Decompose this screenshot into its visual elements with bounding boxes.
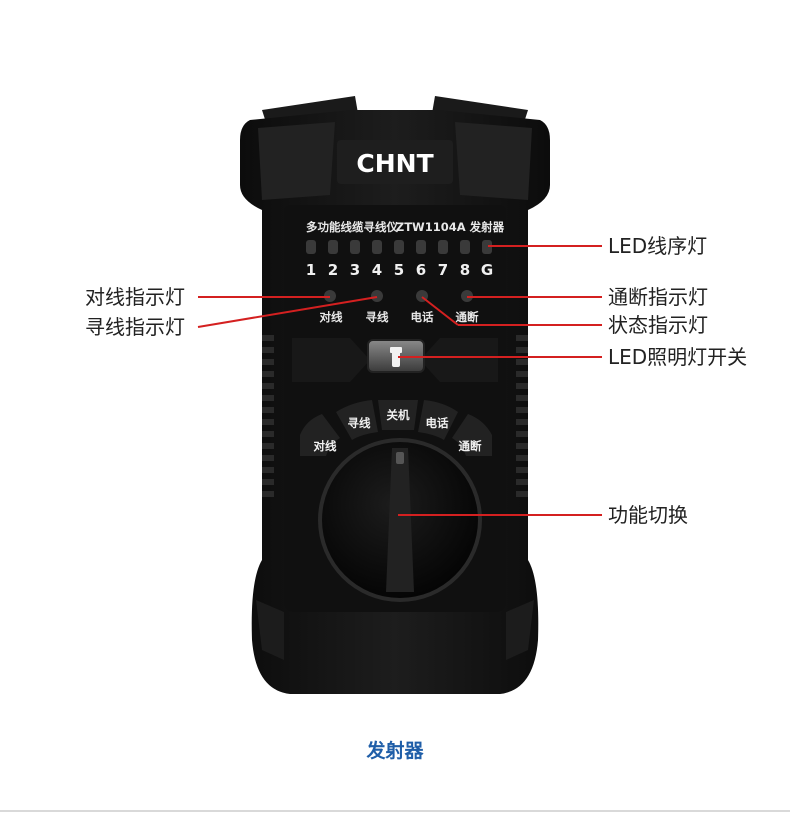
callout-status-indicator: 状态指示灯 [608,313,708,337]
led-number: G [481,261,493,279]
led-number: 4 [372,261,382,279]
indicator-label: 通断 [456,310,479,324]
mode-label-phone: 电话 [426,416,449,430]
callout-led-sequence: LED线序灯 [608,234,708,258]
indicator-label: 对线 [320,310,343,324]
mode-label-continuity: 通断 [459,439,482,453]
led-number: 1 [306,261,316,279]
indicator-label: 寻线 [366,310,389,324]
led-sequence-lights [306,240,492,254]
callout-trace-indicator: 寻线指示灯 [85,315,185,339]
trace-indicator-light [371,290,383,302]
led-number: 2 [328,261,338,279]
function-dial[interactable] [318,438,482,602]
indicator-label: 电话 [411,310,434,324]
brand-logo: CHNT [356,149,433,178]
led-number: 8 [460,261,470,279]
led-number: 7 [438,261,448,279]
led-light-switch-button[interactable] [367,339,425,373]
panel-title: 多功能线缆寻线仪 [306,220,398,234]
led-number: 3 [350,261,360,279]
product-caption: 发射器 [366,740,424,762]
callout-function-switch: 功能切换 [608,503,688,527]
callout-led-light-switch: LED照明灯开关 [608,345,748,369]
mode-label-off: 关机 [387,408,410,422]
mode-label-trace: 寻线 [348,416,371,430]
callout-lines [197,245,602,516]
model-label: ZTW1104A 发射器 [396,220,505,234]
led-number: 5 [394,261,404,279]
bottom-divider [0,810,790,812]
mode-label-pair: 对线 [314,439,337,453]
led-number: 6 [416,261,426,279]
callout-continuity-indicator: 通断指示灯 [608,285,708,309]
mode-labels [300,400,492,456]
callout-pair-indicator: 对线指示灯 [85,285,185,309]
dial-pointer-icon [396,452,404,464]
